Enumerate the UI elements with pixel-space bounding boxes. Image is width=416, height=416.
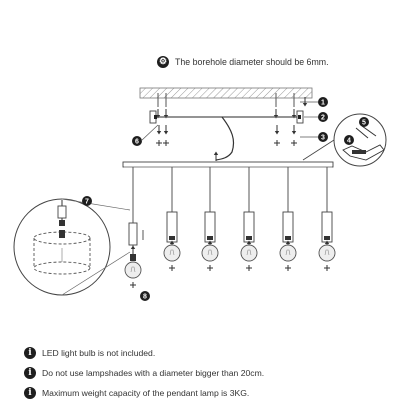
terminal-detail [302,113,387,167]
callout-7: 7 [82,196,92,206]
drill-icon: ⚙ [157,56,169,68]
pendant-lamps [124,167,336,289]
callout-4: 4 [344,135,354,145]
callout-3: 3 [318,132,328,142]
info-icon: i [24,347,36,359]
pendant-5 [279,167,297,272]
pendant-1 [124,167,144,289]
light-bulb [279,244,297,262]
rotate-marker [129,281,137,289]
rotate-marker [323,264,331,272]
leader-line [140,124,159,142]
drill-note-text: The borehole diameter should be 6mm. [175,57,329,67]
ceiling [139,87,313,99]
callout-8: 8 [140,291,150,301]
shade-detail [13,198,131,296]
mounting-bracket [149,110,304,124]
callout-label: 1 [321,100,325,107]
canopy-bar [122,161,334,168]
light-bulb [124,261,142,279]
note-lampshade-text: Do not use lampshades with a diameter bi… [42,368,265,378]
pendant-3 [201,167,219,272]
callout-markers: 1 2 3 4 5 6 7 8 [82,96,369,301]
pendant-6 [318,167,336,272]
supply-cable [215,116,235,161]
callout-5: 5 [359,117,369,127]
note-weight-text: Maximum weight capacity of the pendant l… [42,388,250,398]
light-bulb [240,244,258,262]
bulb-arrow [130,245,136,256]
rotate-marker [284,264,292,272]
pendant-4 [240,167,258,272]
bracket-screws [155,124,298,147]
callout-label: 6 [135,139,139,146]
callout-2: 2 [318,112,328,122]
drill-note: ⚙ The borehole diameter should be 6mm. [157,56,329,68]
note-weight: i Maximum weight capacity of the pendant… [24,387,249,399]
rotate-marker [245,264,253,272]
ceiling-screws [157,93,295,107]
callout-1: 1 [318,97,328,107]
callout-label: 8 [143,294,147,301]
info-icon: i [24,387,36,399]
rotate-marker [168,264,176,272]
note-lampshade: i Do not use lampshades with a diameter … [24,367,264,379]
light-bulb [318,244,336,262]
note-bulb-text: LED light bulb is not included. [42,348,156,358]
info-icon: i [24,367,36,379]
callout-label: 2 [321,115,325,122]
callout-label: 3 [321,135,325,142]
light-bulb [163,244,181,262]
light-bulb [201,244,219,262]
note-bulb: i LED light bulb is not included. [24,347,155,359]
callout-6: 6 [132,136,142,146]
callout-label: 7 [85,199,89,206]
callout-label: 5 [362,120,366,127]
callout-label: 4 [347,138,351,145]
pendant-2 [163,167,181,272]
rotate-marker [206,264,214,272]
